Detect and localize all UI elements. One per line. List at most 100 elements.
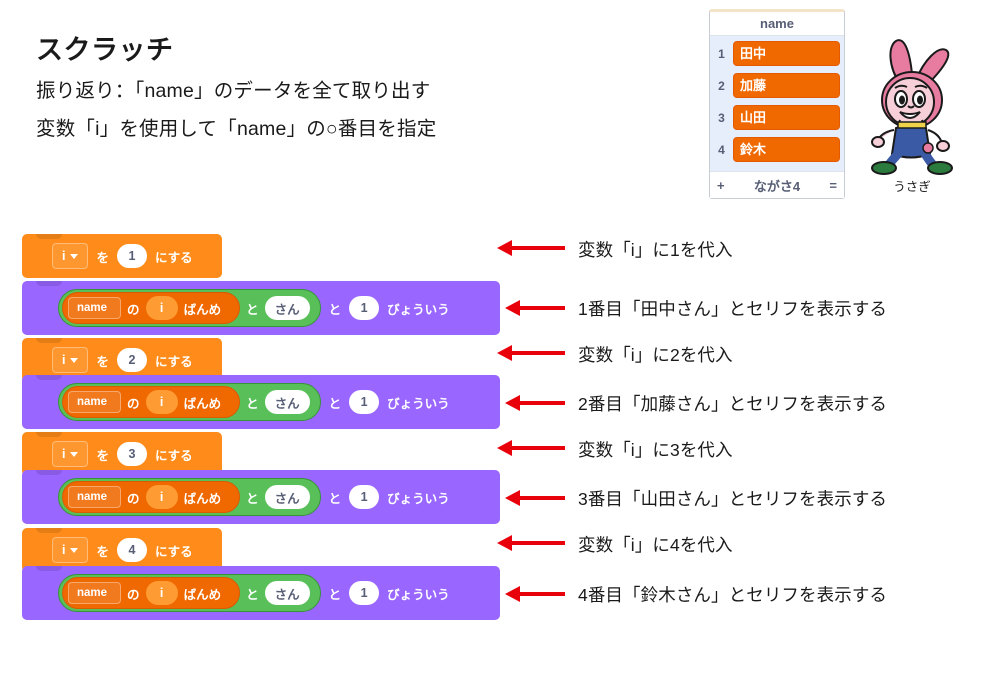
join-text-input[interactable]: さん [264, 390, 310, 414]
block-join[interactable]: name の i ばんめ と さん [58, 574, 321, 612]
block-label-set: にする [155, 448, 193, 463]
block-notch [36, 281, 62, 286]
list-monitor[interactable]: name 1 田中 2 加藤 3 山田 4 鈴木 + ながさ4 = [709, 9, 845, 199]
page-title: スクラッチ [36, 35, 174, 65]
block-label-nth: ばんめ [183, 396, 222, 411]
block-label-of: の [127, 587, 140, 602]
block-say-for-seconds[interactable]: name の i ばんめ と さん と 1 びょういう [22, 470, 500, 524]
block-set-variable[interactable]: i を 2 にする [22, 338, 222, 382]
block-notch [36, 338, 62, 343]
chevron-down-icon [70, 357, 79, 363]
block-label-set: にする [155, 544, 193, 559]
annotation-arrow [505, 395, 565, 411]
block-label-nth: ばんめ [183, 302, 222, 317]
block-label-and: と [246, 491, 259, 506]
resize-handle[interactable]: = [829, 177, 837, 193]
annotation-caption: 変数「i」に4を代入 [578, 535, 733, 555]
variable-name: i [62, 543, 66, 557]
list-name: name [77, 491, 108, 503]
block-label-set: にする [155, 354, 193, 369]
list-item[interactable]: 3 山田 [714, 103, 840, 132]
list-item-index: 1 [718, 46, 725, 61]
block-label-say: びょういう [387, 587, 450, 602]
annotation-caption: 3番目「山田さん」とセリフを表示する [578, 489, 888, 509]
block-notch [36, 432, 62, 437]
variable-name: i [62, 249, 66, 263]
block-set-variable[interactable]: i を 3 にする [22, 432, 222, 476]
list-dropdown[interactable]: name [68, 486, 122, 508]
list-monitor-rows[interactable]: 1 田中 2 加藤 3 山田 4 鈴木 [710, 36, 844, 171]
variable-dropdown[interactable]: i [52, 441, 89, 467]
block-say-for-seconds[interactable]: name の i ばんめ と さん と 1 びょういう [22, 281, 500, 335]
block-say-for-seconds[interactable]: name の i ばんめ と さん と 1 びょういう [22, 375, 500, 429]
block-label-and: と [246, 587, 259, 602]
block-item-of-list[interactable]: name の i ばんめ [62, 481, 241, 513]
value-input[interactable]: 1 [117, 244, 147, 268]
list-dropdown[interactable]: name [68, 297, 122, 319]
block-set-variable[interactable]: i を 4 にする [22, 528, 222, 572]
sprite-thumbnail[interactable]: うさぎ [858, 32, 966, 197]
block-item-of-list[interactable]: name の i ばんめ [62, 292, 241, 324]
variable-dropdown[interactable]: i [52, 347, 89, 373]
index-variable-reporter[interactable]: i [145, 390, 178, 414]
variable-dropdown[interactable]: i [52, 243, 89, 269]
chevron-down-icon [70, 451, 79, 457]
block-label-and: と [246, 396, 259, 411]
annotation-caption: 1番目「田中さん」とセリフを表示する [578, 299, 888, 319]
list-item[interactable]: 1 田中 [714, 39, 840, 68]
join-text-input[interactable]: さん [264, 296, 310, 320]
block-label-say: びょういう [387, 302, 450, 317]
list-item-value[interactable]: 加藤 [733, 73, 840, 98]
block-join[interactable]: name の i ばんめ と さん [58, 383, 321, 421]
seconds-input[interactable]: 1 [349, 390, 380, 414]
join-text-input[interactable]: さん [264, 581, 310, 605]
block-join[interactable]: name の i ばんめ と さん [58, 478, 321, 516]
list-item-value[interactable]: 田中 [733, 41, 840, 66]
block-label-set: にする [155, 250, 193, 265]
add-item-button[interactable]: + [717, 177, 725, 193]
block-label-of: の [127, 396, 140, 411]
list-monitor-title: name [710, 12, 844, 36]
block-item-of-list[interactable]: name の i ばんめ [62, 577, 241, 609]
block-label-say: びょういう [387, 491, 450, 506]
chevron-down-icon [70, 253, 79, 259]
seconds-input[interactable]: 1 [349, 581, 380, 605]
value-input[interactable]: 4 [117, 538, 147, 562]
join-text-input[interactable]: さん [264, 485, 310, 509]
list-item-value[interactable]: 山田 [733, 105, 840, 130]
annotation-arrow [497, 440, 565, 456]
list-dropdown[interactable]: name [68, 391, 122, 413]
block-notch [36, 375, 62, 380]
index-variable-reporter[interactable]: i [145, 485, 178, 509]
block-label-and: と [328, 302, 342, 317]
list-name: name [77, 396, 108, 408]
block-set-variable[interactable]: i を 1 にする [22, 234, 222, 278]
annotation-arrow [497, 535, 565, 551]
list-item-value[interactable]: 鈴木 [733, 137, 840, 162]
block-join[interactable]: name の i ばんめ と さん [58, 289, 321, 327]
variable-dropdown[interactable]: i [52, 537, 89, 563]
seconds-input[interactable]: 1 [349, 485, 380, 509]
index-variable-reporter[interactable]: i [145, 581, 178, 605]
list-dropdown[interactable]: name [68, 582, 122, 604]
annotation-arrow [505, 300, 565, 316]
value-input[interactable]: 2 [117, 348, 147, 372]
list-monitor-footer: + ながさ4 = [710, 171, 844, 198]
script-stack[interactable]: i を 1 にする name の i ばんめ と さん と 1 びょういう [0, 0, 560, 692]
block-label-and: と [328, 491, 342, 506]
list-item[interactable]: 4 鈴木 [714, 135, 840, 164]
block-item-of-list[interactable]: name の i ばんめ [62, 386, 241, 418]
seconds-input[interactable]: 1 [349, 296, 380, 320]
annotation-caption: 4番目「鈴木さん」とセリフを表示する [578, 585, 888, 605]
subtitle-line-1: 振り返り：「name」のデータを全て取り出す [36, 80, 431, 102]
value-input[interactable]: 3 [117, 442, 147, 466]
variable-name: i [62, 353, 66, 367]
block-label-to: を [96, 448, 109, 463]
index-variable-reporter[interactable]: i [145, 296, 178, 320]
list-item-index: 2 [718, 78, 725, 93]
block-label-nth: ばんめ [183, 491, 222, 506]
list-item[interactable]: 2 加藤 [714, 71, 840, 100]
block-label-of: の [127, 491, 140, 506]
block-say-for-seconds[interactable]: name の i ばんめ と さん と 1 びょういう [22, 566, 500, 620]
list-item-index: 4 [718, 142, 725, 157]
